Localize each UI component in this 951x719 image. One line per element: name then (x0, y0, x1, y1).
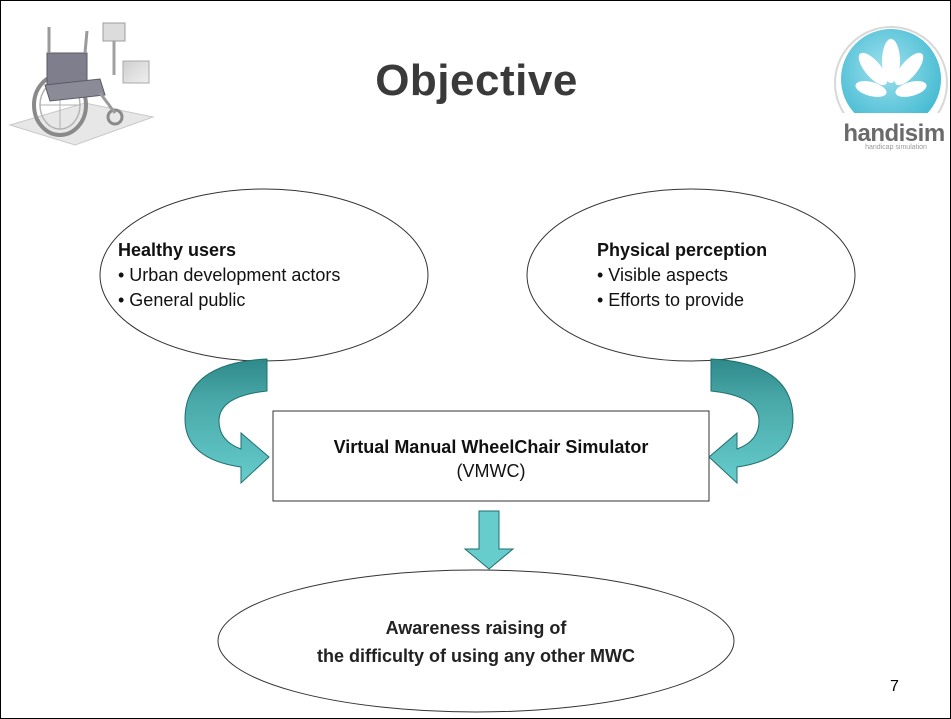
awareness-line-2: the difficulty of using any other MWC (317, 646, 635, 666)
page-number: 7 (890, 678, 899, 695)
physical-perception-ellipse (526, 188, 856, 362)
right-bullet-1: • Visible aspects (597, 265, 729, 285)
left-bullet-2: • General public (118, 290, 246, 310)
logo-tagline: handicap simulation (865, 144, 927, 151)
awareness-text: Awareness raising of the difficulty of u… (221, 614, 731, 670)
vmwc-title: Virtual Manual WheelChair Simulator (333, 437, 649, 457)
handisim-logo (834, 26, 948, 149)
right-bullet-2: • Efforts to provide (597, 290, 745, 310)
logo-wordmark: handisim (843, 120, 945, 147)
page-title: Objective (375, 56, 578, 105)
vmwc-subtitle: (VMWC) (456, 461, 526, 481)
vmwc-box (272, 410, 710, 502)
right-curved-arrow (708, 358, 794, 485)
physical-perception-heading: Physical perception (597, 240, 768, 260)
wheelchair-illustration (8, 22, 155, 146)
physical-perception-text: Physical perception • Visible aspects • … (597, 238, 767, 313)
awareness-ellipse (217, 569, 735, 713)
healthy-users-text: Healthy users • Urban development actors… (118, 238, 340, 313)
vmwc-text: Virtual Manual WheelChair Simulator (VMW… (273, 435, 709, 483)
healthy-users-heading: Healthy users (118, 240, 237, 260)
down-arrow (463, 510, 515, 570)
awareness-line-1: Awareness raising of (385, 618, 567, 638)
left-curved-arrow (184, 358, 270, 485)
left-bullet-1: • Urban development actors (118, 265, 341, 285)
